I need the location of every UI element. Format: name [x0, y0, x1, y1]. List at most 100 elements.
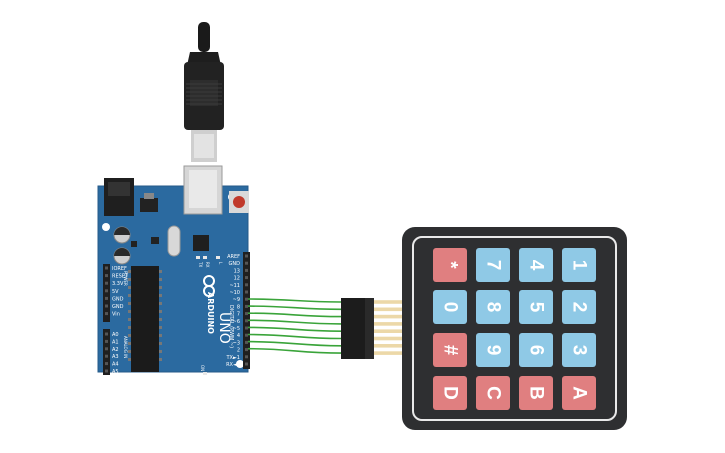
key-label: B: [526, 386, 547, 400]
power-pin[interactable]: [105, 266, 108, 270]
wire[interactable]: [247, 312, 342, 318]
digital-pin-label: 12: [234, 276, 240, 282]
key-2[interactable]: 2: [562, 290, 596, 324]
ribbon-pin: [374, 307, 403, 312]
digital-pin-label: 4: [237, 333, 240, 339]
digital-pin[interactable]: [245, 276, 248, 280]
analog-pin-label: A0: [112, 332, 119, 338]
digital-pin[interactable]: [245, 326, 248, 330]
ribbon-pin: [374, 300, 403, 304]
analog-label: ANALOG IN: [123, 336, 128, 358]
tx-label: TX: [198, 261, 203, 267]
ribbon-pin: [374, 336, 403, 341]
digital-pin-label: ~3: [233, 340, 240, 346]
analog-pin[interactable]: [105, 354, 108, 358]
key-*[interactable]: *: [433, 248, 467, 282]
key-label: D: [440, 386, 461, 400]
key-label: 9: [483, 345, 504, 356]
analog-pin[interactable]: [105, 347, 108, 351]
analog-pin-label: A4: [112, 362, 119, 368]
digital-pin[interactable]: [245, 362, 248, 366]
digital-pin-label: AREF: [227, 254, 240, 260]
key-label: 1: [569, 260, 590, 271]
digital-pin[interactable]: [245, 319, 248, 323]
power-pin[interactable]: [105, 304, 108, 308]
analog-pin[interactable]: [105, 339, 108, 343]
key-D[interactable]: D: [433, 376, 467, 410]
arduino-board[interactable]: ARDUINO UNO DIGITAL (PWM ~) POWER ANALOG…: [97, 165, 250, 385]
wire[interactable]: [247, 326, 342, 332]
digital-label: DIGITAL (PWM ~): [228, 305, 234, 348]
key-A[interactable]: A: [562, 376, 596, 410]
key-1[interactable]: 1: [562, 248, 596, 282]
key-0[interactable]: 0: [433, 290, 467, 324]
key-#[interactable]: #: [433, 333, 467, 367]
microcontroller-chip: [131, 266, 159, 372]
wire[interactable]: [247, 319, 342, 325]
digital-pin-label: 8: [237, 304, 240, 310]
analog-pin-label: A5: [112, 369, 119, 375]
digital-pin-label: ~6: [233, 319, 240, 325]
analog-pin[interactable]: [105, 369, 108, 373]
power-pin-label: 3.3V: [112, 281, 124, 287]
digital-pin[interactable]: [245, 333, 248, 337]
digital-pin[interactable]: [245, 283, 248, 287]
power-pin-label: GND: [112, 304, 124, 310]
key-label: 3: [569, 345, 590, 356]
key-B[interactable]: B: [519, 376, 553, 410]
digital-pin[interactable]: [245, 261, 248, 265]
wire[interactable]: [247, 347, 342, 354]
digital-pin[interactable]: [245, 304, 248, 308]
power-label: POWER: [123, 271, 128, 286]
digital-pin[interactable]: [245, 297, 248, 301]
digital-pin[interactable]: [245, 254, 248, 258]
keypad-connector[interactable]: [341, 298, 374, 359]
digital-pin[interactable]: [245, 340, 248, 344]
digital-pin-label: TX►1: [225, 355, 240, 361]
analog-header: [103, 329, 110, 375]
key-C[interactable]: C: [476, 376, 510, 410]
digital-pin[interactable]: [245, 312, 248, 316]
power-pin[interactable]: [105, 274, 108, 278]
usb-cable[interactable]: [184, 22, 224, 162]
power-pin-label: GND: [112, 296, 124, 302]
key-label: 2: [569, 302, 590, 313]
wire[interactable]: [247, 305, 342, 311]
board-model: UNO: [216, 312, 232, 344]
digital-pin-label: ~5: [233, 326, 240, 332]
digital-pin-label: GND: [229, 261, 241, 267]
digital-pin-label: ~10: [229, 290, 240, 296]
key-6[interactable]: 6: [519, 333, 553, 367]
analog-pin[interactable]: [105, 332, 108, 336]
ribbon-pin: [374, 351, 403, 355]
power-pin[interactable]: [105, 281, 108, 285]
digital-pin[interactable]: [245, 268, 248, 272]
wire[interactable]: [247, 298, 342, 303]
power-pin[interactable]: [105, 312, 108, 316]
key-3[interactable]: 3: [562, 333, 596, 367]
jumper-wires[interactable]: [247, 298, 342, 354]
key-8[interactable]: 8: [476, 290, 510, 324]
analog-pin-label: A2: [112, 347, 119, 353]
key-label: #: [440, 345, 461, 356]
power-pin[interactable]: [105, 289, 108, 293]
digital-pin[interactable]: [245, 290, 248, 294]
power-pin[interactable]: [105, 296, 108, 300]
digital-pin-label: ~9: [233, 297, 240, 303]
digital-pin[interactable]: [245, 348, 248, 352]
key-7[interactable]: 7: [476, 248, 510, 282]
key-4[interactable]: 4: [519, 248, 553, 282]
wire[interactable]: [247, 333, 342, 340]
key-label: 7: [483, 260, 504, 271]
ribbon-pin: [374, 314, 403, 319]
key-label: 6: [526, 345, 547, 356]
key-label: *: [440, 261, 461, 269]
analog-pin[interactable]: [105, 362, 108, 366]
arduino-logo-icon: [203, 275, 215, 297]
digital-pin[interactable]: [245, 355, 248, 359]
key-9[interactable]: 9: [476, 333, 510, 367]
key-5[interactable]: 5: [519, 290, 553, 324]
wire[interactable]: [247, 340, 342, 347]
